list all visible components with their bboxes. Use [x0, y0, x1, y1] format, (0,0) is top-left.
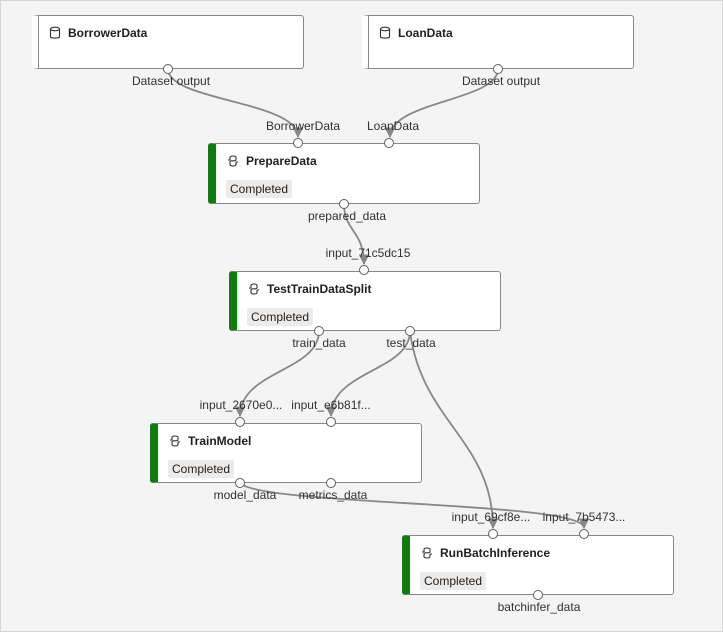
component-node-testtraindatasplit[interactable]: TestTrainDataSplit Completed	[229, 271, 501, 331]
input-port[interactable]	[579, 529, 589, 539]
node-title: BorrowerData	[68, 26, 148, 40]
input-port[interactable]	[235, 417, 245, 427]
python-icon	[228, 155, 238, 167]
port-label-output: batchinfer_data	[497, 600, 581, 614]
port-label-output: metrics_data	[298, 488, 368, 502]
database-icon	[49, 26, 61, 39]
port-label-output: prepared_data	[307, 209, 387, 223]
node-title: PrepareData	[246, 154, 317, 168]
port-label-output: test_data	[386, 336, 436, 350]
edge-borrower-to-prepare	[167, 68, 304, 139]
node-title-row: TestTrainDataSplit	[247, 282, 371, 296]
component-node-runbatchinference[interactable]: RunBatchInference Completed	[402, 535, 674, 595]
output-port[interactable]	[533, 590, 543, 600]
status-badge: Completed	[226, 180, 293, 198]
output-port[interactable]	[314, 326, 324, 336]
port-label-input: input_69cf8e...	[451, 510, 531, 524]
port-label-output: model_data	[213, 488, 277, 502]
node-title: RunBatchInference	[440, 546, 551, 560]
component-node-preparedata[interactable]: PrepareData Completed	[208, 143, 480, 204]
output-port[interactable]	[326, 478, 336, 488]
output-port[interactable]	[339, 199, 349, 209]
node-title-row: PrepareData	[226, 154, 317, 168]
port-label-input: input_2670e0...	[199, 398, 283, 412]
python-icon	[422, 547, 432, 559]
port-label-input: LoanData	[366, 119, 420, 133]
input-port[interactable]	[488, 529, 498, 539]
dataset-node-loan[interactable]: LoanData	[362, 15, 634, 69]
port-label-dataset-output: Dataset output	[131, 74, 211, 88]
component-node-trainmodel[interactable]: TrainModel Completed	[150, 423, 422, 483]
node-title: TestTrainDataSplit	[267, 282, 372, 296]
node-title-row: RunBatchInference	[420, 546, 550, 560]
edge-model-to-infer	[239, 482, 590, 530]
port-label-input: input_e6b81f...	[291, 398, 371, 412]
output-port[interactable]	[235, 478, 245, 488]
node-title-row: BorrowerData	[48, 26, 147, 40]
output-port[interactable]	[405, 326, 415, 336]
status-badge: Completed	[247, 308, 314, 326]
edge-split-test-to-infer	[409, 330, 499, 530]
output-port[interactable]	[493, 64, 503, 74]
node-title-row: LoanData	[378, 26, 453, 40]
port-label-input: BorrowerData	[265, 119, 341, 133]
edge-loan-to-prepare	[384, 68, 499, 139]
output-port[interactable]	[163, 64, 173, 74]
edge-split-train-to-trainmodel	[234, 330, 320, 418]
node-title-row: TrainModel	[168, 434, 251, 448]
port-label-dataset-output: Dataset output	[461, 74, 541, 88]
dataset-node-borrower[interactable]: BorrowerData	[32, 15, 304, 69]
status-badge: Completed	[420, 572, 487, 590]
node-title: LoanData	[398, 26, 453, 40]
database-icon	[379, 26, 391, 39]
port-label-output: train_data	[292, 336, 346, 350]
python-icon	[170, 435, 180, 447]
input-port[interactable]	[326, 417, 336, 427]
input-port[interactable]	[384, 138, 394, 148]
python-icon	[249, 283, 259, 295]
status-badge: Completed	[168, 460, 235, 478]
port-label-input: input_71c5dc15	[325, 246, 411, 260]
port-label-input: input_7b5473...	[542, 510, 626, 524]
edge-split-test-to-trainmodel	[325, 330, 411, 418]
input-port[interactable]	[293, 138, 303, 148]
node-title: TrainModel	[188, 434, 252, 448]
input-port[interactable]	[359, 265, 369, 275]
edge-prepare-to-split	[343, 203, 370, 266]
